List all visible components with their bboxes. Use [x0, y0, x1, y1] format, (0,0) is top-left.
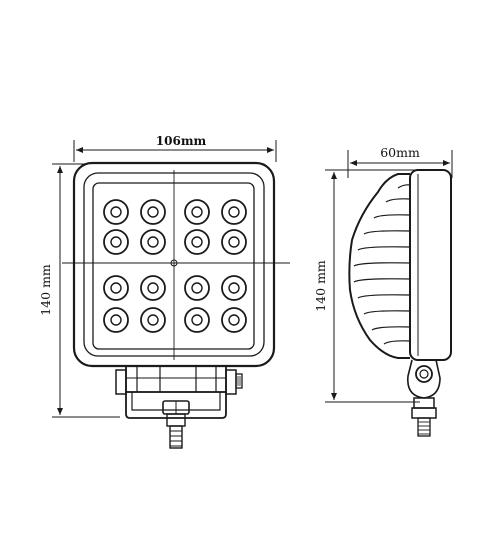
fin: [363, 310, 411, 315]
depth-label: 60mm: [380, 145, 420, 160]
fin: [353, 278, 411, 283]
led: [103, 199, 129, 225]
finned-body: [348, 173, 410, 359]
front-view: 106mm 140 mm: [38, 134, 290, 449]
fin: [373, 214, 411, 219]
led: [184, 229, 210, 255]
fin: [397, 184, 411, 189]
fin: [371, 326, 411, 331]
led: [221, 307, 247, 333]
led-grid: [103, 199, 247, 333]
led: [221, 275, 247, 301]
side-front-frame: [409, 169, 452, 361]
led: [103, 307, 129, 333]
mounting-bracket: [115, 365, 243, 419]
fin: [357, 294, 411, 299]
led: [221, 229, 247, 255]
height-label-front: 140 mm: [38, 264, 53, 316]
led: [140, 307, 166, 333]
fin: [385, 198, 411, 203]
fin: [363, 230, 411, 235]
lens-panel: [92, 182, 255, 350]
led: [184, 199, 210, 225]
cooling-fins: [353, 184, 411, 345]
fin: [383, 340, 411, 345]
height-dimension-front: 140 mm: [38, 163, 120, 418]
led: [103, 229, 129, 255]
led: [184, 275, 210, 301]
height-label-side: 140 mm: [313, 260, 328, 312]
mounting-bolt-front: [162, 400, 190, 449]
fin: [353, 262, 411, 267]
side-mount: [407, 359, 441, 399]
led: [221, 199, 247, 225]
depth-dimension: 60mm: [347, 145, 453, 178]
center-mark: [170, 259, 178, 267]
width-dimension: 106mm: [73, 134, 277, 162]
side-view: 60mm 140 mm: [313, 145, 453, 437]
led: [140, 229, 166, 255]
height-dimension-side: 140 mm: [313, 169, 420, 403]
led: [140, 275, 166, 301]
mounting-bolt-side: [411, 397, 437, 437]
width-label: 106mm: [156, 134, 207, 148]
led: [103, 275, 129, 301]
fin: [357, 246, 411, 251]
led: [184, 307, 210, 333]
led: [140, 199, 166, 225]
